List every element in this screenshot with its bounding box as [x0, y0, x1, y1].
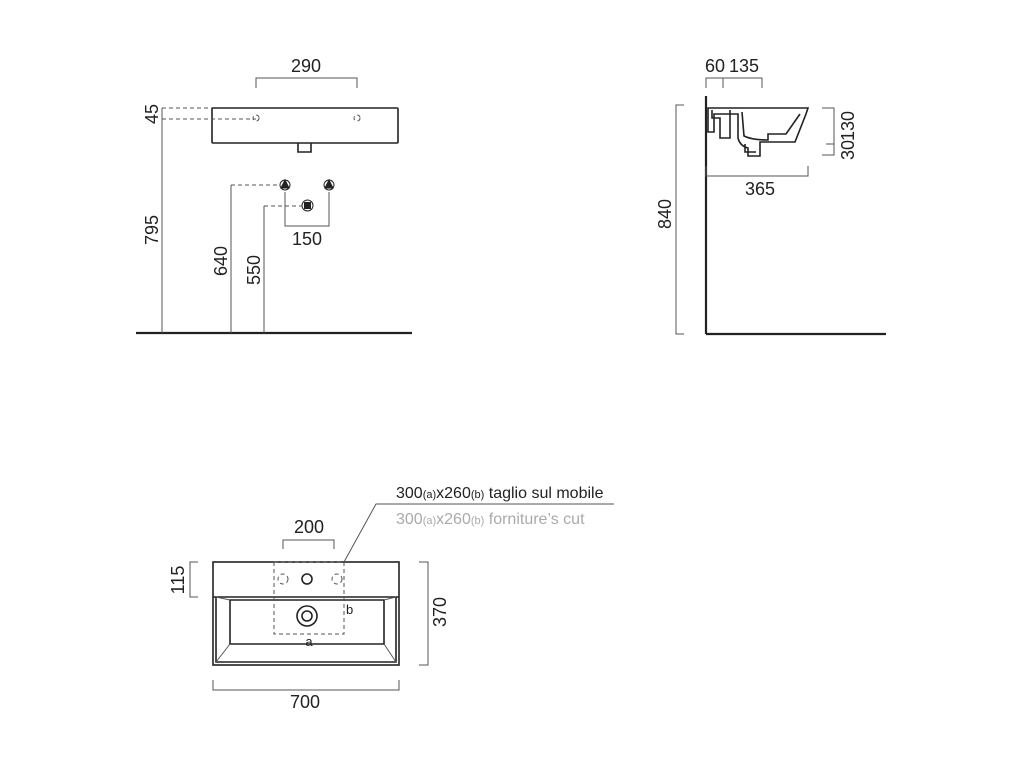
top-drain-outer	[296, 605, 318, 627]
dim-45-label: 45	[142, 104, 162, 124]
dim-795-label: 795	[142, 215, 162, 245]
cut-label-b: b	[346, 602, 353, 617]
dim-60-label: 60	[705, 56, 725, 76]
dim-550-label: 550	[244, 255, 264, 285]
front-view: 290 45 795 640 550 150	[136, 56, 412, 335]
dim-115-line	[189, 561, 198, 598]
dim-700-line	[212, 680, 400, 691]
supply-marker-left	[280, 178, 290, 189]
dim-200-label: 200	[294, 517, 324, 537]
front-overflow-hole-left	[252, 114, 260, 122]
dim-370-label: 370	[430, 597, 450, 627]
top-bowl-corners	[215, 596, 397, 663]
dim-130-label: 130	[838, 111, 858, 141]
supply-marker-right	[324, 178, 334, 189]
supply-marker-left-ring	[279, 179, 291, 191]
dim-130-line	[822, 107, 835, 156]
dim-640-label: 640	[211, 246, 231, 276]
dim-30-label: 30	[838, 140, 858, 160]
side-basin-section	[707, 107, 810, 157]
furniture-cut-outline	[273, 561, 345, 635]
dim-150-line	[284, 192, 330, 227]
front-basin-outline	[211, 107, 399, 144]
dim-150-label: 150	[292, 229, 322, 249]
top-tap-hole-center	[301, 573, 313, 585]
dim-290-label: 290	[291, 56, 321, 76]
supply-marker-right-ring	[323, 179, 335, 191]
side-drain-tail	[744, 144, 756, 153]
dim-290-line	[255, 77, 358, 88]
dim-135-label: 135	[729, 56, 759, 76]
side-view: 60 135 130 30 365 840	[655, 56, 886, 336]
top-tap-hole-right	[331, 573, 343, 585]
top-tap-hole-left	[277, 573, 289, 585]
dim-840-line	[675, 104, 684, 335]
note-leader-line	[343, 503, 614, 563]
note-italian: 300(a)x260(b) taglio sul mobile	[396, 485, 604, 502]
top-drain-inner	[301, 610, 313, 622]
top-view: a b 200 115 370 700 300(a)x260(b) taglio…	[168, 485, 614, 712]
dim-365-line	[705, 166, 809, 177]
side-basin-inner	[711, 110, 801, 141]
top-basin-outline	[212, 561, 400, 666]
cut-label-a: a	[305, 634, 313, 649]
dim-840-label: 840	[655, 199, 675, 229]
dim-700-label: 700	[290, 692, 320, 712]
front-drain-tail	[297, 143, 312, 153]
front-overflow-hole-right	[353, 114, 361, 122]
dim-370-line	[419, 561, 429, 666]
drain-marker	[304, 202, 311, 209]
dim-115-label: 115	[168, 566, 188, 595]
note-english: 300(a)x260(b) forniture’s cut	[396, 511, 585, 528]
dim-60-135-line	[705, 77, 763, 88]
dim-365-label: 365	[745, 179, 775, 199]
dim-200-line	[282, 539, 335, 549]
